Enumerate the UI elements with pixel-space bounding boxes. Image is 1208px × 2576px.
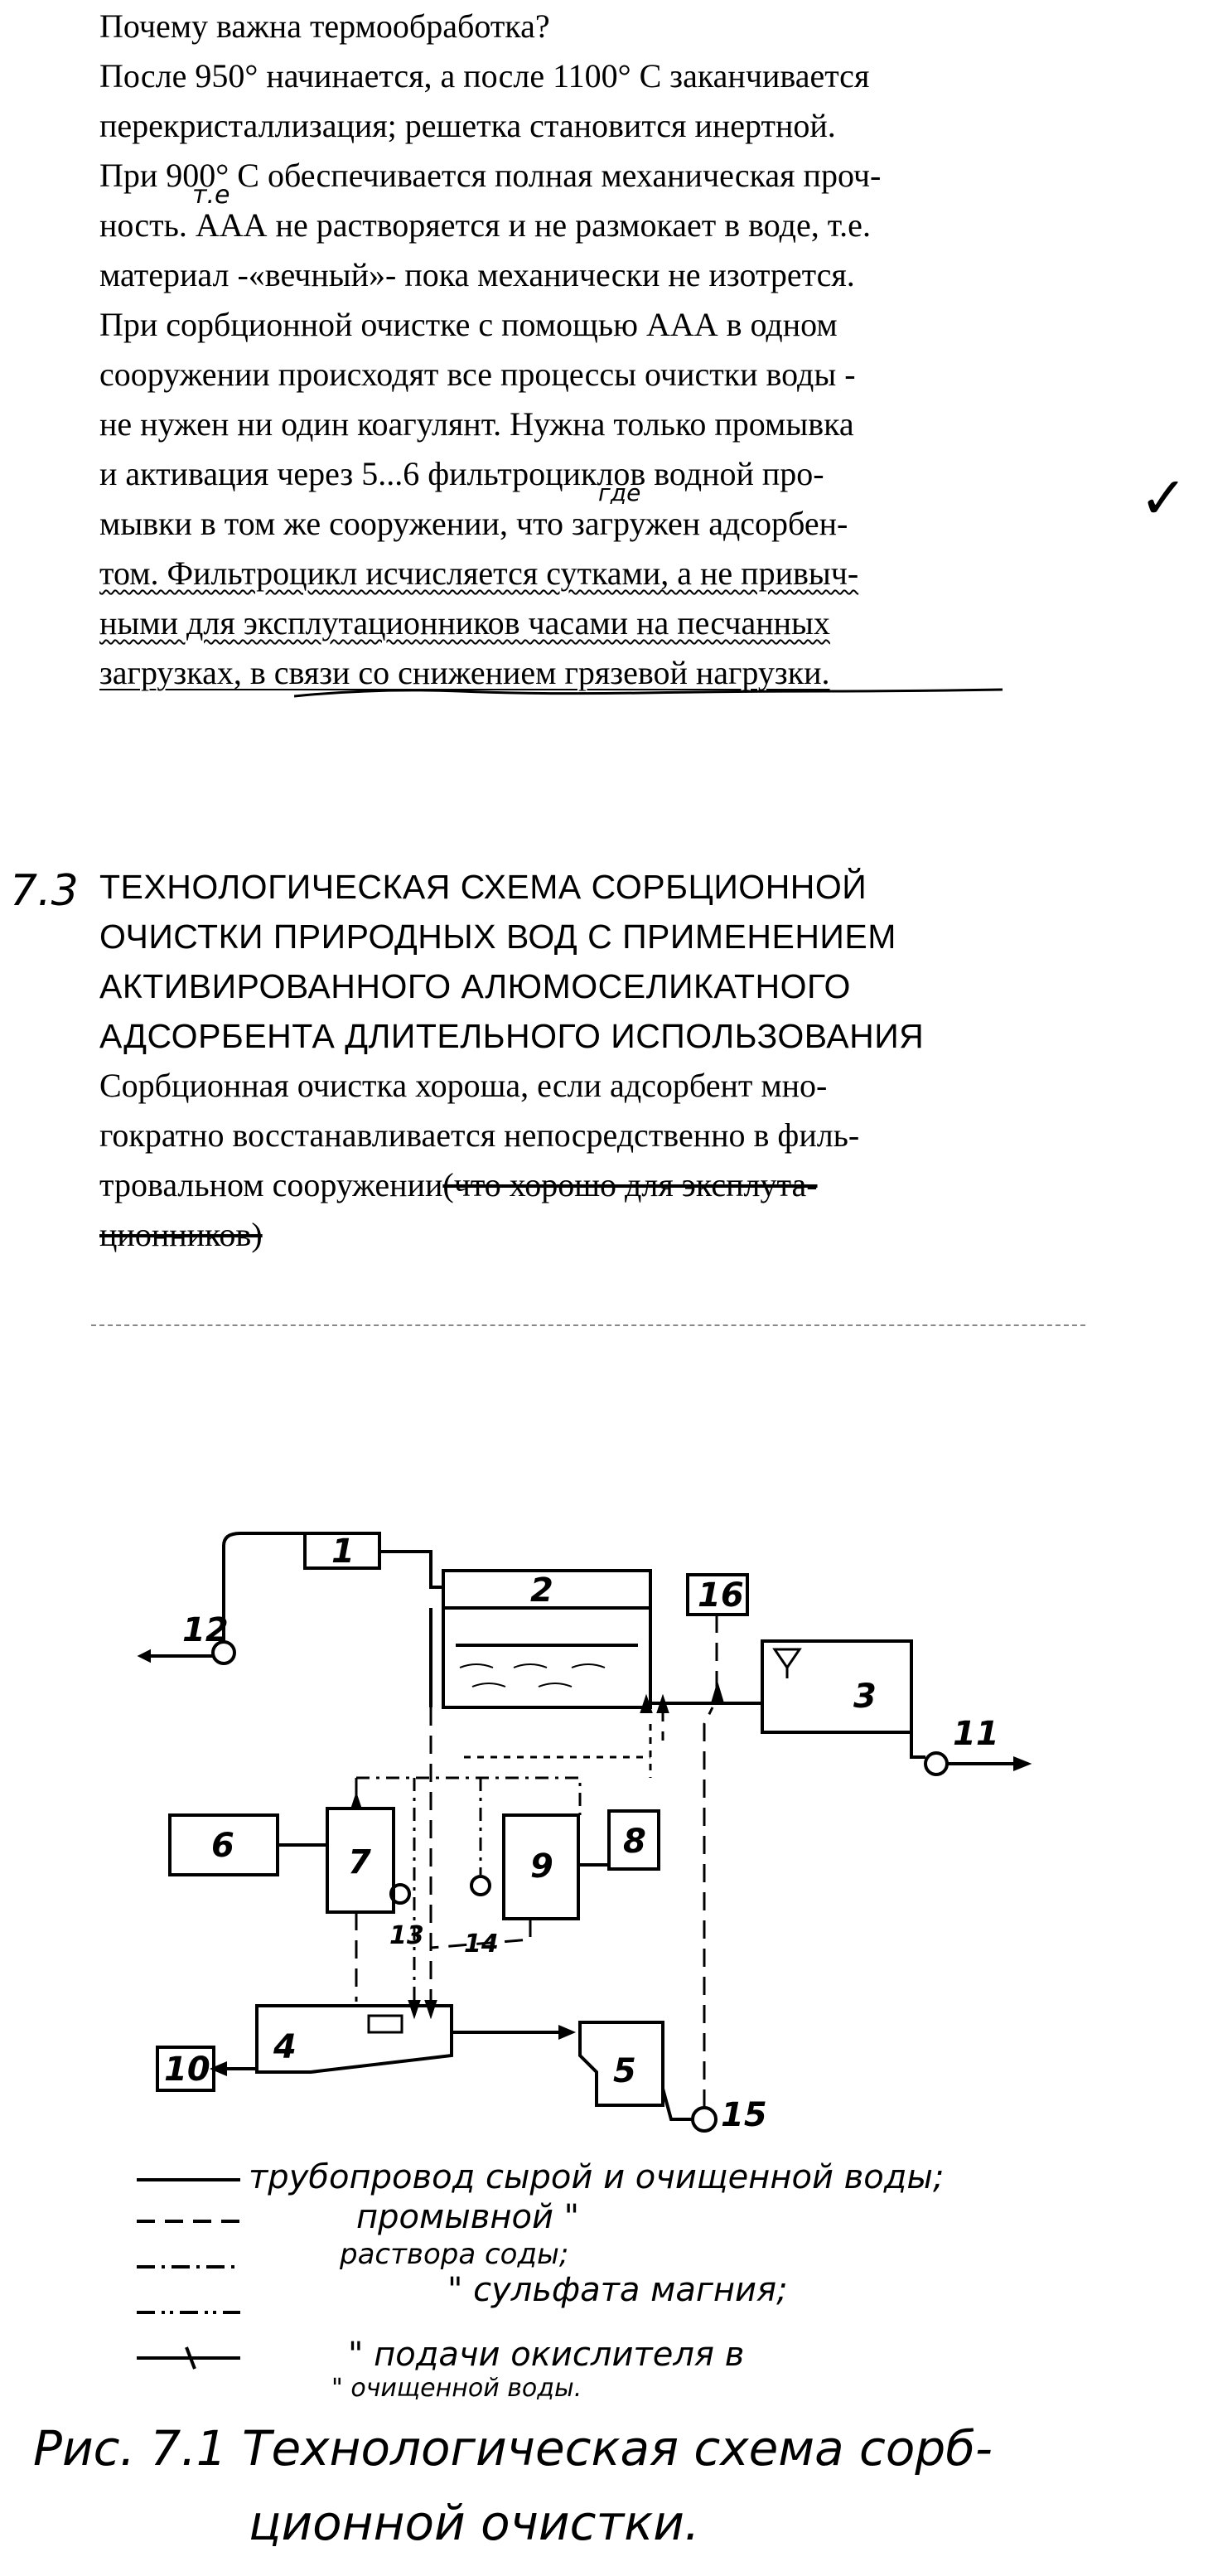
body-line-3: тровальном сооружении(что хорошо для экс… xyxy=(99,1166,818,1203)
figure-caption-line-2: ционной очистки. xyxy=(249,2495,700,2551)
label-14: 14 xyxy=(464,1930,499,1959)
process-diagram: 1 2 3 4 5 6 7 8 9 10 11 12 13 14 15 16 xyxy=(137,1532,1032,2134)
box-3 xyxy=(761,1639,913,1734)
text-line-13: ными для эксплутационников часами на пес… xyxy=(99,604,830,642)
label-11: 11 xyxy=(953,1715,999,1753)
legend-item-1: трубопровод сырой и очищенной воды; xyxy=(249,2158,945,2196)
legend-line-styles xyxy=(137,2178,240,2370)
legend-item-2: промывной " xyxy=(356,2198,580,2236)
text-line-4: При 900° С обеспечивается полная механич… xyxy=(99,157,882,194)
pump-11 xyxy=(924,1751,949,1776)
handwritten-te-annotation: т.е xyxy=(192,181,230,210)
margin-check-mark: ✓ xyxy=(1139,464,1188,532)
divider xyxy=(91,1324,1085,1326)
label-2: 2 xyxy=(530,1571,553,1610)
text-line-12: том. Фильтроцикл исчисляется сутками, а … xyxy=(99,554,859,592)
text-line-11: мывки в том же сооружении, что загружен … xyxy=(99,505,848,542)
label-9: 9 xyxy=(530,1847,553,1886)
legend-item-6: " очищенной воды. xyxy=(331,2374,582,2403)
text-line-1: Почему важна термообработка? xyxy=(99,7,550,45)
top-paragraph: Почему важна термообработка? После 950° … xyxy=(99,2,881,698)
legend-item-5: " подачи окислителя в xyxy=(348,2336,745,2374)
text-line-8: сооружении происходят все процессы очист… xyxy=(99,356,856,393)
label-6: 6 xyxy=(211,1827,234,1865)
box-8 xyxy=(607,1809,660,1871)
label-13: 13 xyxy=(389,1921,424,1950)
text-line-2: После 950° начинается, а после 1100° С з… xyxy=(99,57,870,94)
box-4 xyxy=(255,2004,453,2074)
heading-line-3: АКТИВИРОВАННОГО АЛЮМОСЕЛИКАТНОГО xyxy=(99,967,851,1005)
text-line-7: При сорбционной очистке с помощью ААА в … xyxy=(99,306,838,343)
heading-line-1: ТЕХНОЛОГИЧЕСКАЯ СХЕМА СОРБЦИОННОЙ xyxy=(99,868,867,906)
label-8: 8 xyxy=(623,1823,646,1861)
section-heading: ТЕХНОЛОГИЧЕСКАЯ СХЕМА СОРБЦИОННОЙ ОЧИСТК… xyxy=(99,862,924,1061)
legend-item-4: " сульфата магния; xyxy=(447,2271,788,2309)
pump-13 xyxy=(389,1883,411,1905)
pump-12 xyxy=(211,1640,236,1665)
struck-text-2: ционников) xyxy=(99,1216,263,1253)
legend-item-3: раствора соды; xyxy=(340,2238,569,2271)
body-line-1: Сорбционная очистка хороша, если адсорбе… xyxy=(99,1067,828,1104)
text-line-6: материал -«вечный»- пока механически не … xyxy=(99,256,855,293)
pump-15 xyxy=(691,2106,718,2133)
text-line-5: ность. ААА не растворяется и не размокае… xyxy=(99,206,871,244)
label-3: 3 xyxy=(853,1678,877,1716)
label-4: 4 xyxy=(273,2028,297,2066)
label-7: 7 xyxy=(348,1843,371,1881)
section-body: Сорбционная очистка хороша, если адсорбе… xyxy=(99,1061,859,1260)
box-2-filter xyxy=(442,1569,652,1709)
label-16: 16 xyxy=(698,1576,744,1615)
section-number: 7.3 xyxy=(10,866,79,916)
label-10: 10 xyxy=(164,2051,210,2089)
box-9 xyxy=(502,1813,580,1920)
label-12: 12 xyxy=(182,1611,229,1649)
pump-14 xyxy=(470,1875,491,1896)
handwritten-gde-annotation: где xyxy=(598,479,641,506)
heading-line-2: ОЧИСТКИ ПРИРОДНЫХ ВОД С ПРИМЕНЕНИЕМ xyxy=(99,918,896,956)
text-line-10: и активация через 5...6 фильтроциклов во… xyxy=(99,455,824,492)
figure-caption-line-1: Рис. 7.1 Технологическая схема сорб- xyxy=(33,2420,993,2477)
heading-line-4: АДСОРБЕНТА ДЛИТЕЛЬНОГО ИСПОЛЬЗОВАНИЯ xyxy=(99,1017,925,1055)
label-5: 5 xyxy=(613,2052,636,2090)
text-line-3: перекристаллизация; решетка становится и… xyxy=(99,107,836,144)
text-line-9: не нужен ни один коагулянт. Нужна только… xyxy=(99,405,854,443)
wavy-underline-end xyxy=(294,688,1003,698)
struck-text-1: (что хорошо для эксплута- xyxy=(442,1166,818,1203)
text-line-14: загрузках, в связи со снижением грязевой… xyxy=(99,654,830,691)
label-15: 15 xyxy=(721,2096,767,2134)
body-line-2: гократно восстанавливается непосредствен… xyxy=(99,1116,860,1154)
label-1: 1 xyxy=(331,1533,355,1571)
box-5 xyxy=(578,2021,664,2107)
